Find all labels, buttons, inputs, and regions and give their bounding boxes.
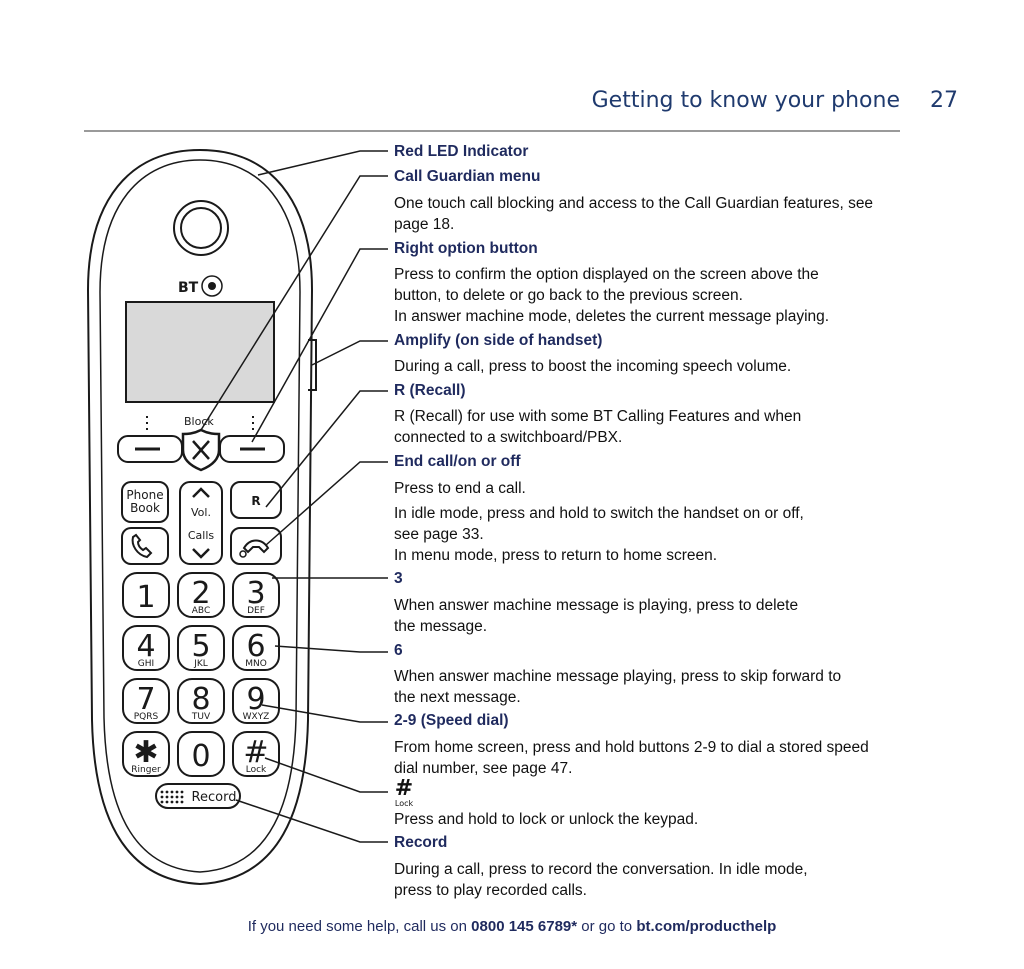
phonebook-label-line1: Phone: [126, 488, 163, 502]
recall-button: [230, 481, 282, 519]
page-number: 27: [930, 88, 958, 113]
talk-button: [121, 527, 169, 565]
key-10-letters: Ringer: [131, 765, 161, 775]
hash-lock-icon: # Lock: [394, 776, 414, 809]
callout-text: Press to end a call.: [394, 480, 526, 497]
key-6-letters: MNO: [245, 659, 267, 669]
key-5-letters: JKL: [193, 659, 208, 669]
header-divider: [84, 130, 900, 132]
callout-text: When answer machine message playing, pre…: [394, 668, 842, 706]
callout-label: Red LED Indicator: [394, 143, 529, 160]
key-3-digit: 3: [246, 576, 265, 611]
key-10-digit: ✱: [133, 735, 158, 770]
handset-outline: [86, 148, 314, 886]
key-12-digit: #: [243, 735, 268, 770]
callout-text: Press to confirm the option displayed on…: [394, 266, 830, 325]
key-2-letters: ABC: [192, 606, 210, 616]
phone-icon: [131, 533, 153, 559]
bt-globe-icon: [201, 275, 223, 297]
footer-middle: or go to: [577, 918, 637, 935]
calls-label: Calls: [188, 529, 215, 542]
block-label: Block: [184, 415, 214, 428]
key-2-digit: 2: [191, 576, 210, 611]
recall-key-label: R: [251, 494, 260, 508]
end-call-button: [230, 527, 282, 565]
key-12-letters: Lock: [246, 765, 267, 775]
page-title: Getting to know your phone: [591, 88, 900, 113]
callout-text-2: In idle mode, press and hold to switch t…: [394, 505, 804, 564]
record-label: Record: [192, 790, 237, 805]
callout-label: Record: [394, 834, 448, 851]
call-guardian-shield-icon: [181, 428, 221, 472]
key-9-letters: WXYZ: [243, 712, 270, 722]
callout-text: From home screen, press and hold buttons…: [394, 739, 869, 777]
callout-leaders: [200, 150, 388, 843]
phonebook-label-line2: Book: [130, 501, 160, 515]
callout-label: Right option button: [394, 240, 538, 257]
footer-prefix: If you need some help, call us on: [247, 918, 472, 935]
vol-label: Vol.: [191, 506, 211, 519]
speaker-grille: [160, 790, 184, 804]
key-8-digit: 8: [191, 682, 210, 717]
footer-help: If you need some help, call us on 0800 1…: [0, 918, 1024, 935]
footer-link[interactable]: bt.com/producthelp: [636, 918, 777, 935]
callout-text: One touch call blocking and access to th…: [394, 195, 874, 233]
callout-label: 2-9 (Speed dial): [394, 712, 509, 729]
callout-text: R (Recall) for use with some BT Calling …: [394, 408, 802, 446]
bt-logo: BT: [178, 280, 199, 296]
callout-text: During a call, press to record the conve…: [394, 861, 808, 899]
key-3-letters: DEF: [247, 606, 265, 616]
callout-label: R (Recall): [394, 382, 466, 399]
callout-label: Amplify (on side of handset): [394, 332, 603, 349]
callout-label: 3: [394, 570, 403, 587]
key-9-digit: 9: [246, 682, 265, 717]
callout-text: During a call, press to boost the incomi…: [394, 358, 792, 375]
key-1-digit: 1: [136, 580, 155, 615]
key-7-letters: PQRS: [134, 712, 159, 722]
volume-calls-rocker: [179, 481, 223, 565]
callout-label: 6: [394, 642, 403, 659]
callout-label: Call Guardian menu: [394, 168, 541, 185]
record-button: [155, 783, 241, 809]
display-screen: [125, 301, 275, 403]
keypad-grid: [122, 572, 280, 777]
footer-phone: 0800 145 6789*: [471, 918, 578, 935]
callout-label: End call/on or off: [394, 453, 521, 470]
hang-up-icon: [242, 539, 270, 554]
key-6-digit: 6: [246, 629, 265, 664]
key-4-digit: 4: [136, 629, 155, 664]
key-7-digit: 7: [136, 682, 155, 717]
key-8-letters: TUV: [191, 712, 211, 722]
key-11-digit: 0: [191, 739, 210, 774]
phonebook-button: [121, 481, 169, 523]
earpiece-icon: [173, 200, 229, 256]
key-4-letters: GHI: [138, 659, 154, 669]
callout-text: Press and hold to lock or unlock the key…: [394, 811, 699, 828]
callout-text: When answer machine message is playing, …: [394, 597, 799, 635]
key-5-digit: 5: [191, 629, 210, 664]
